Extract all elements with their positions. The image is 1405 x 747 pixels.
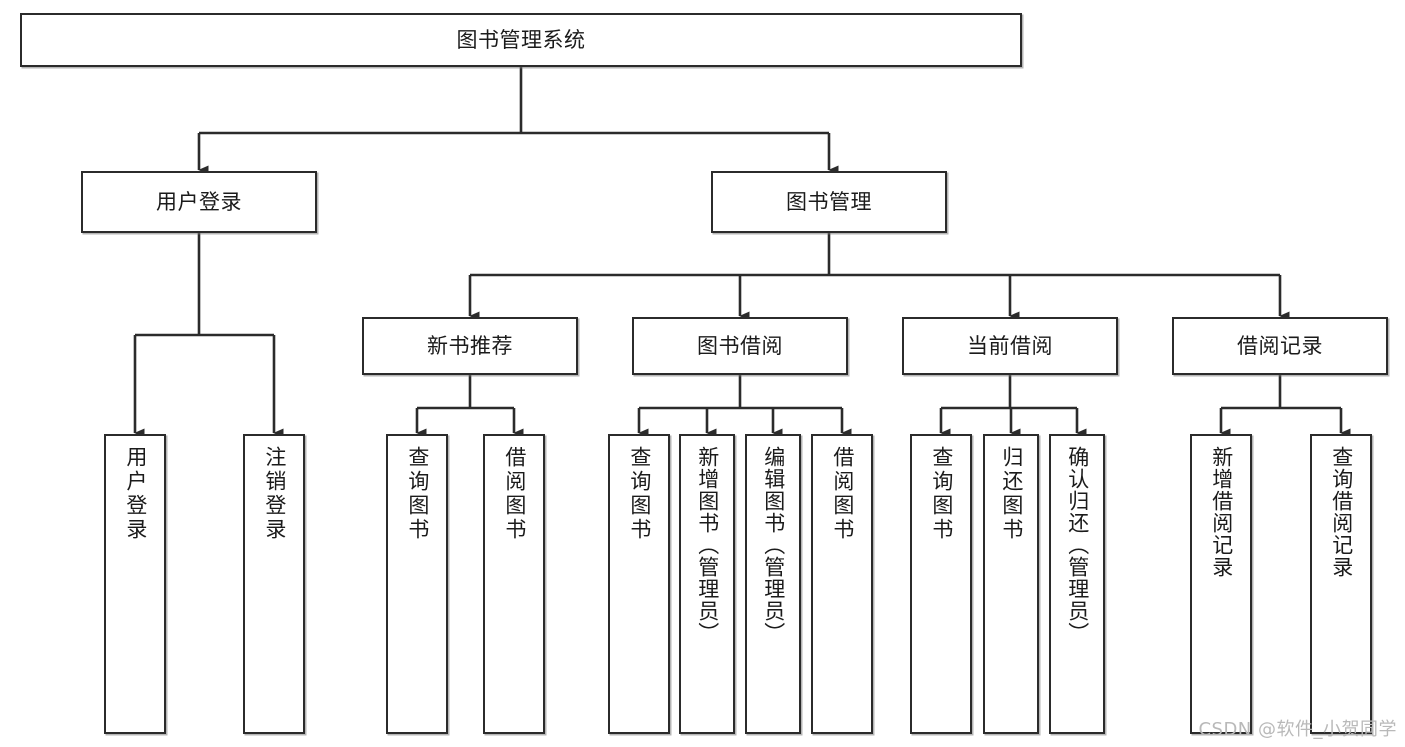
- node-label: 归还图书: [999, 446, 1024, 542]
- node-label: 用户登录: [123, 446, 148, 542]
- node-leaf-query-book-1[interactable]: 查询图书: [386, 434, 448, 734]
- node-root[interactable]: 图书管理系统: [20, 13, 1022, 67]
- node-label: 确认归还（管理员）: [1065, 446, 1090, 644]
- node-leaf-add-book[interactable]: 新增图书（管理员）: [679, 434, 735, 734]
- node-book-manage[interactable]: 图书管理: [711, 171, 947, 233]
- node-label: 用户登录: [156, 189, 242, 214]
- node-label: 查询图书: [405, 446, 430, 542]
- node-new-book-rec[interactable]: 新书推荐: [362, 317, 578, 375]
- node-leaf-edit-book[interactable]: 编辑图书（管理员）: [745, 434, 801, 734]
- node-label: 查询图书: [929, 446, 954, 542]
- node-leaf-confirm-return[interactable]: 确认归还（管理员）: [1049, 434, 1105, 734]
- node-label: 图书借阅: [697, 333, 783, 358]
- node-label: 当前借阅: [967, 333, 1053, 358]
- node-borrow-record[interactable]: 借阅记录: [1172, 317, 1388, 375]
- node-label: 查询借阅记录: [1329, 446, 1354, 578]
- node-leaf-user-login[interactable]: 用户登录: [104, 434, 166, 734]
- node-book-borrow[interactable]: 图书借阅: [632, 317, 848, 375]
- node-leaf-logout[interactable]: 注销登录: [243, 434, 305, 734]
- node-label: 新增借阅记录: [1209, 446, 1234, 578]
- node-leaf-borrow-book-1[interactable]: 借阅图书: [483, 434, 545, 734]
- node-user-login[interactable]: 用户登录: [81, 171, 317, 233]
- node-leaf-query-book-3[interactable]: 查询图书: [910, 434, 972, 734]
- node-label: 图书管理系统: [456, 27, 586, 52]
- node-label: 借阅图书: [830, 446, 855, 542]
- node-label: 借阅记录: [1237, 333, 1323, 358]
- node-label: 新书推荐: [427, 333, 513, 358]
- node-label: 查询图书: [627, 446, 652, 542]
- node-current-borrow[interactable]: 当前借阅: [902, 317, 1118, 375]
- node-label: 借阅图书: [502, 446, 527, 542]
- node-label: 图书管理: [786, 189, 872, 214]
- node-leaf-query-record[interactable]: 查询借阅记录: [1310, 434, 1372, 734]
- node-leaf-query-book-2[interactable]: 查询图书: [608, 434, 670, 734]
- node-label: 编辑图书（管理员）: [761, 446, 786, 644]
- node-label: 新增图书（管理员）: [695, 446, 720, 644]
- node-leaf-return-book[interactable]: 归还图书: [983, 434, 1039, 734]
- node-label: 注销登录: [262, 446, 287, 542]
- node-leaf-borrow-book-2[interactable]: 借阅图书: [811, 434, 873, 734]
- node-leaf-add-record[interactable]: 新增借阅记录: [1190, 434, 1252, 734]
